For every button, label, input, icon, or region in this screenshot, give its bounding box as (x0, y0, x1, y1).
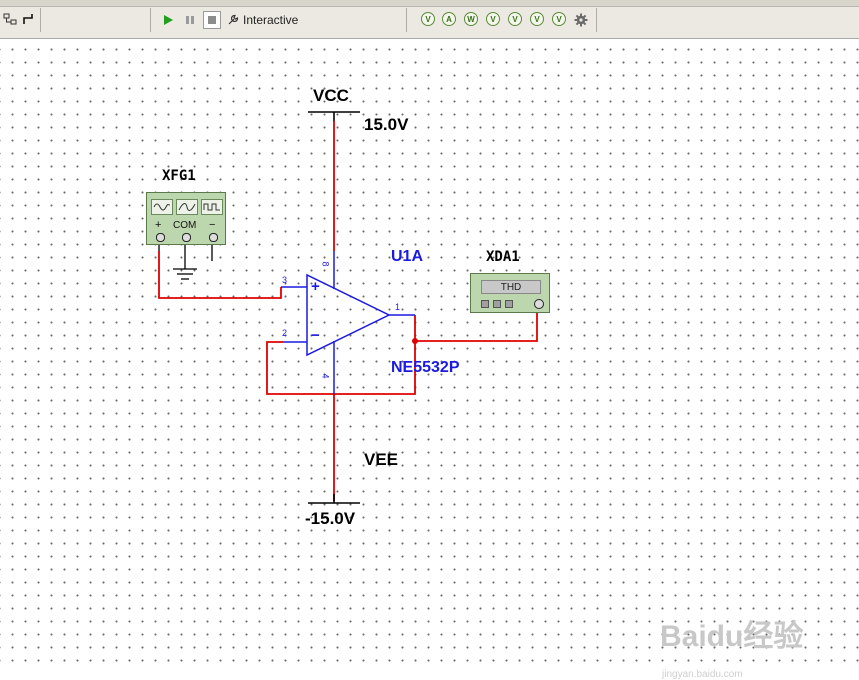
schematic-canvas[interactable]: VCC 15.0V VEE -15.0V U1A NE5532P XFG1 XD… (0, 39, 859, 680)
probe-label: V (556, 14, 562, 24)
output-wire[interactable] (414, 305, 538, 342)
toolbar-divider (40, 8, 41, 32)
vcc-value: 15.0V (364, 115, 409, 134)
toolbar-divider (406, 8, 407, 32)
pin-number-2: 2 (282, 328, 288, 338)
opamp-symbol[interactable] (281, 251, 415, 394)
opamp-part-label: NE5532P (391, 359, 460, 376)
probe-label: V (512, 14, 518, 24)
probe-label: A (446, 14, 452, 24)
tab-strip (0, 0, 859, 7)
stop-icon[interactable] (203, 11, 221, 29)
probe-label: W (467, 14, 475, 24)
xda1-indicator (505, 300, 513, 308)
baidu-watermark: Baidu经验 (660, 620, 804, 653)
xfg1-com-terminal[interactable] (182, 233, 191, 242)
interactive-mode-label[interactable]: Interactive (243, 13, 299, 27)
function-generator-instrument[interactable]: + COM − (146, 192, 226, 245)
pin-number-8: 8 (320, 261, 331, 267)
square-wave-icon (201, 199, 223, 215)
output-junction (412, 338, 418, 344)
wire-group (158, 121, 538, 501)
vcc-label: VCC (313, 86, 349, 105)
interactive-wrench-icon[interactable] (226, 12, 240, 28)
toolbar: Interactive V A W V V V V (0, 0, 859, 39)
xda1-ref-label: XDA1 (486, 249, 520, 265)
vee-value: -15.0V (305, 509, 356, 528)
run-icon[interactable] (160, 12, 176, 28)
feedback-wire[interactable] (266, 341, 416, 395)
sine-wave-icon (151, 199, 173, 215)
triangle-wave-icon (176, 199, 198, 215)
wattmeter-probe-button[interactable]: W (464, 12, 478, 26)
probe-settings-gear-icon[interactable] (573, 12, 589, 28)
xda1-indicator (493, 300, 501, 308)
xda1-input-terminal[interactable] (534, 299, 544, 309)
xda1-indicator (481, 300, 489, 308)
step-icon[interactable] (20, 12, 36, 26)
probe-label: V (425, 14, 431, 24)
current-probe-button[interactable]: V (552, 12, 566, 26)
pin-number-1: 1 (395, 302, 401, 312)
xfg1-com-terminal-label: COM (173, 220, 197, 231)
distortion-analyzer-instrument[interactable]: THD (470, 273, 550, 313)
differential-probe-button[interactable]: V (486, 12, 500, 26)
digital-probe-button[interactable]: V (530, 12, 544, 26)
xfg1-plus-terminal-label: + (155, 219, 162, 231)
component-icon[interactable] (2, 12, 18, 26)
ground-icon (173, 237, 197, 280)
xfg1-ref-label: XFG1 (162, 168, 196, 184)
reference-probe-button[interactable]: V (508, 12, 522, 26)
opamp-ref-label: U1A (391, 248, 424, 265)
xfg1-plus-terminal[interactable] (156, 233, 165, 242)
input-wire[interactable] (158, 251, 282, 299)
probe-label: V (534, 14, 540, 24)
opamp-plus-sign: + (311, 278, 320, 295)
opamp-minus-sign: − (311, 327, 320, 344)
toolbar-divider (596, 8, 597, 32)
baidu-watermark-url: jingyan.baidu.com (662, 669, 743, 680)
ammeter-probe-button[interactable]: A (442, 12, 456, 26)
vee-label: VEE (364, 450, 399, 469)
pin-number-3: 3 (282, 275, 288, 285)
xfg1-minus-terminal-label: − (209, 219, 216, 231)
probe-label: V (490, 14, 496, 24)
toolbar-divider (150, 8, 151, 32)
pin-number-4: 4 (320, 373, 331, 379)
pause-icon[interactable] (182, 12, 198, 28)
voltmeter-probe-button[interactable]: V (421, 12, 435, 26)
xfg1-minus-terminal[interactable] (209, 233, 218, 242)
thd-screen: THD (481, 280, 541, 294)
schematic-wires (158, 111, 538, 504)
